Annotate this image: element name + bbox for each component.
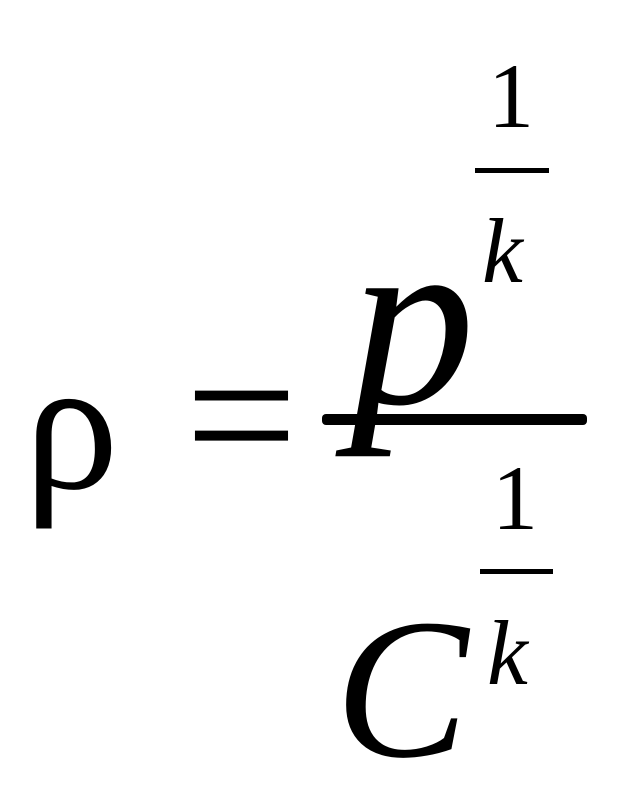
denominator-exponent-fraction-bar [480,569,553,574]
denominator-base: C [335,579,469,800]
denominator-exponent-numerator: 1 [492,447,538,549]
numerator-base: p [350,181,475,458]
numerator-exponent-numerator: 1 [488,45,534,147]
main-fraction-bar [322,414,587,425]
rho-symbol: ρ [24,320,119,530]
numerator-exponent-denominator: k [482,200,523,302]
numerator-exponent-fraction-bar [475,168,549,173]
equals-sign: = [185,305,298,526]
denominator-exponent-denominator: k [487,602,528,704]
